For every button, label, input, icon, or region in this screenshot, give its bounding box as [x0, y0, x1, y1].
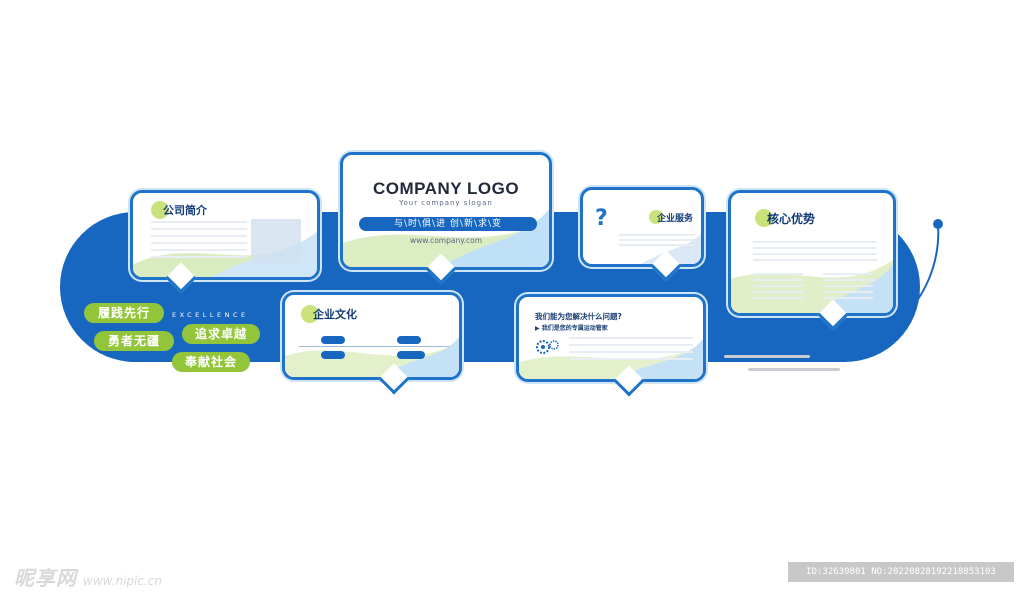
company-motto: 与\时\俱\进 创\新\求\变	[359, 217, 537, 231]
company-intro-card: 公司简介	[130, 190, 320, 280]
advantage-text-block	[753, 241, 877, 265]
enterprise-service-card: ? 企业服务	[580, 187, 704, 267]
decorative-dash	[748, 368, 840, 371]
image-id-bar: ID:32639801 NO:20220828192210853103	[788, 562, 1014, 582]
problem-subtitle: ▶ 我们是您的专属运动管家	[535, 325, 608, 332]
value-pill: 奉献社会	[172, 352, 250, 372]
card-wave	[285, 337, 459, 377]
intro-title: 公司简介	[151, 201, 207, 219]
problem-text-block	[569, 337, 693, 365]
title-dot-icon	[301, 305, 319, 323]
company-website: www.company.com	[410, 236, 482, 245]
company-logo-card: COMPANY LOGO Your company slogan 与\时\俱\进…	[340, 152, 552, 270]
watermark-url: www.nipic.cn	[83, 574, 162, 588]
watermark-brand: 昵享网	[14, 566, 77, 590]
excellence-label: EXCELLENCE	[172, 311, 249, 319]
decorative-dash	[724, 355, 810, 358]
question-mark-icon: ?	[595, 206, 608, 231]
title-dot-icon	[649, 210, 663, 224]
advantage-title: 核心优势	[755, 209, 815, 227]
enterprise-culture-card: 企业文化	[282, 292, 462, 380]
title-dot-icon	[755, 209, 773, 227]
problem-question: 我们能为您解决什么问题?	[535, 312, 622, 321]
culture-tag	[321, 336, 345, 344]
service-title: 企业服务	[649, 210, 693, 224]
divider-line	[299, 346, 449, 347]
card-wave	[640, 233, 701, 264]
value-pill: 履践先行	[84, 303, 164, 323]
culture-tag	[321, 351, 345, 359]
culture-tag	[397, 351, 425, 359]
watermark: 昵享网 www.nipic.cn	[14, 562, 162, 591]
gears-icon	[536, 340, 559, 354]
value-pill: 勇者无疆	[94, 331, 174, 351]
core-advantage-card: 核心优势	[728, 190, 896, 316]
advantage-text-right	[823, 273, 873, 299]
company-logo-text: COMPANY LOGO	[372, 179, 520, 198]
card-wave	[343, 209, 549, 267]
card-wave	[731, 259, 893, 313]
intro-text-block	[151, 221, 247, 261]
service-text-block	[619, 234, 695, 248]
title-dot-icon	[151, 201, 169, 219]
photo-placeholder	[251, 219, 301, 263]
problem-solving-card: 我们能为您解决什么问题? ▶ 我们是您的专属运动管家	[516, 294, 706, 382]
culture-tag	[397, 336, 421, 344]
culture-title: 企业文化	[301, 305, 357, 323]
value-pill: 追求卓越	[182, 324, 260, 344]
advantage-text-left	[753, 273, 803, 299]
company-slogan: Your company slogan	[399, 199, 493, 207]
